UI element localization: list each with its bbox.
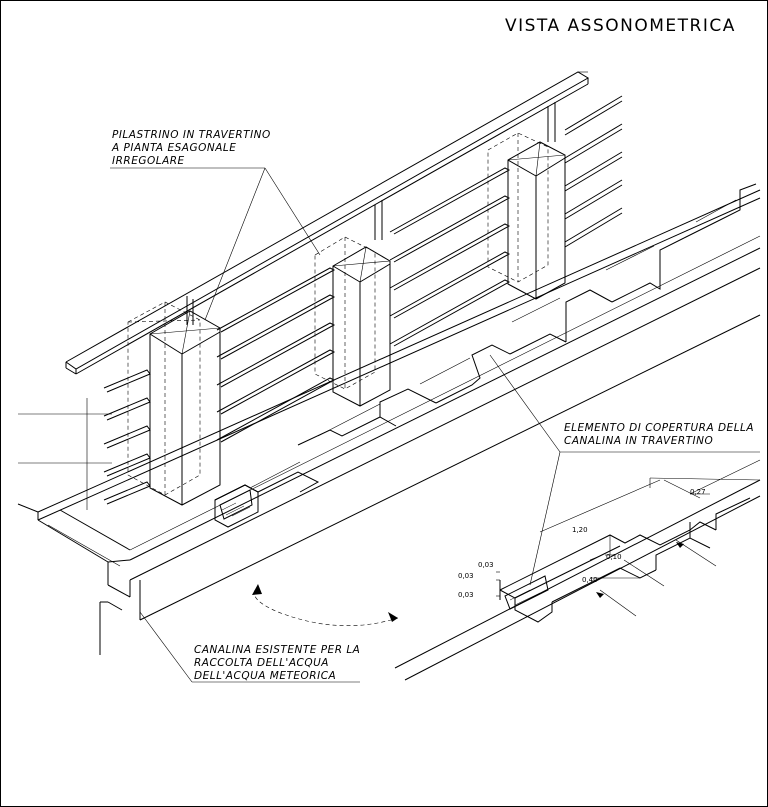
label-pilastrino-line-3: IRREGOLARE [112,155,185,167]
front-section [214,484,259,528]
rotation-arrow [252,584,399,627]
dim-0-10: 0,10 [606,553,622,561]
label-canalina-line-2: RACCOLTA DELL'ACQUA [194,657,329,669]
dim-0-03-b: 0,03 [458,572,474,580]
bars-bay-1 [216,267,336,443]
dim-0-03-c: 0,03 [458,591,474,599]
dim-0-40: 0,40 [582,576,598,584]
rail-posts [186,102,556,325]
label-elemento-line-2: CANALINA IN TRAVERTINO [564,435,713,447]
cover-elements [214,183,757,501]
dim-0-27: 0,27 [690,488,706,496]
leader-lines [110,167,760,683]
label-canalina-line-3: DELL'ACQUA METEORICA [194,670,336,682]
bars-bay-2 [389,167,511,347]
label-canalina-line-1: CANALINA ESISTENTE PER LA [194,644,360,656]
detail-view [394,459,761,681]
base-slab [17,189,761,655]
dim-1-20: 1,20 [572,526,588,534]
handrail [65,71,589,375]
bars-bay-0 [103,369,151,505]
label-pilastrino-line-1: PILASTRINO IN TRAVERTINO [112,129,271,141]
label-pilastrino-line-2: A PIANTA ESAGONALE [111,142,236,154]
left-stub-lines [18,398,112,510]
pillar-2 [314,236,391,407]
drawing-title: VISTA ASSONOMETRICA [505,16,736,36]
label-elemento-line-1: ELEMENTO DI COPERTURA DELLA [564,422,754,434]
pillar-1 [127,301,221,506]
pillar-3 [487,132,566,300]
bars-bay-3 [564,95,623,248]
dim-0-03-a: 0,03 [478,561,494,569]
